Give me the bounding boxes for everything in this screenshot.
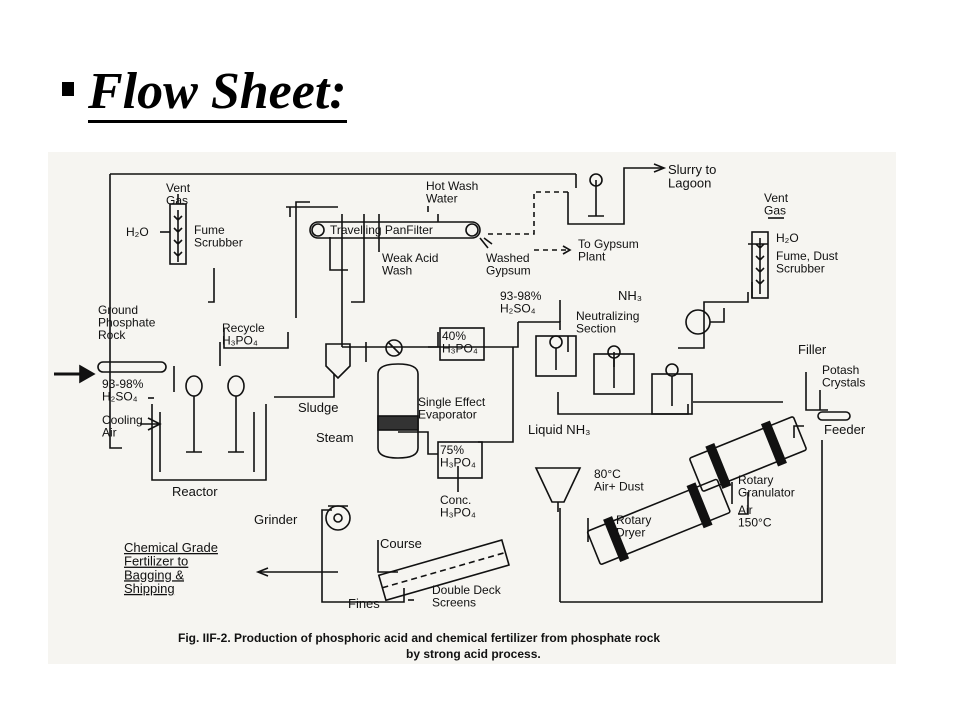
label-h2o-left: H₂O (126, 225, 149, 239)
label-h3po4-75: 75%H₃PO₄ (440, 443, 476, 470)
figure-caption-line2: by strong acid process. (406, 647, 541, 661)
label-h2so4-left: 93-98%H₂SO₄ (102, 377, 144, 404)
piping-lines (54, 163, 828, 603)
label-h2o-right: H₂O (776, 231, 799, 245)
label-h3po4-40: 40%H₃PO₄ (442, 329, 478, 356)
label-travelling-pan-filter: Travelling PanFilter (330, 223, 433, 237)
label-h2so4-right: 93-98%H₂SO₄ (500, 289, 542, 316)
label-grinder: Grinder (254, 512, 298, 527)
slide-title: Flow Sheet: (88, 64, 347, 123)
label-liquid-nh3: Liquid NH₃ (528, 422, 590, 437)
bullet-icon (62, 82, 74, 96)
label-steam: Steam (316, 430, 354, 445)
label-conc-h3po4: Conc.H₃PO₄ (440, 493, 476, 520)
equipment (97, 173, 851, 602)
label-reactor: Reactor (172, 484, 218, 499)
label-feeder: Feeder (824, 422, 866, 437)
label-course: Course (380, 536, 422, 551)
label-sludge: Sludge (298, 400, 338, 415)
figure-caption-line1: Fig. IIF-2. Production of phosphoric aci… (178, 631, 660, 645)
label-filler: Filler (798, 342, 827, 357)
label-fines: Fines (348, 596, 380, 611)
label-nh3: NH₃ (618, 288, 642, 303)
